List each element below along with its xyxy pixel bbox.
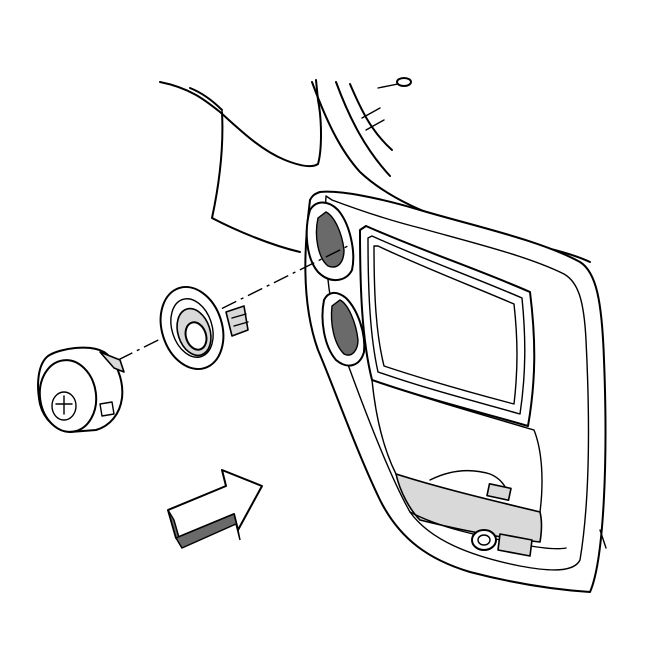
outlet-retainer bbox=[159, 285, 249, 371]
screw-fastener bbox=[361, 77, 412, 131]
bezel-left-vents bbox=[305, 201, 366, 367]
instrument-panel-bezel bbox=[304, 190, 607, 593]
alignment-line bbox=[117, 243, 353, 361]
view-direction-arrow bbox=[167, 469, 263, 549]
outlet-cap bbox=[37, 346, 125, 433]
